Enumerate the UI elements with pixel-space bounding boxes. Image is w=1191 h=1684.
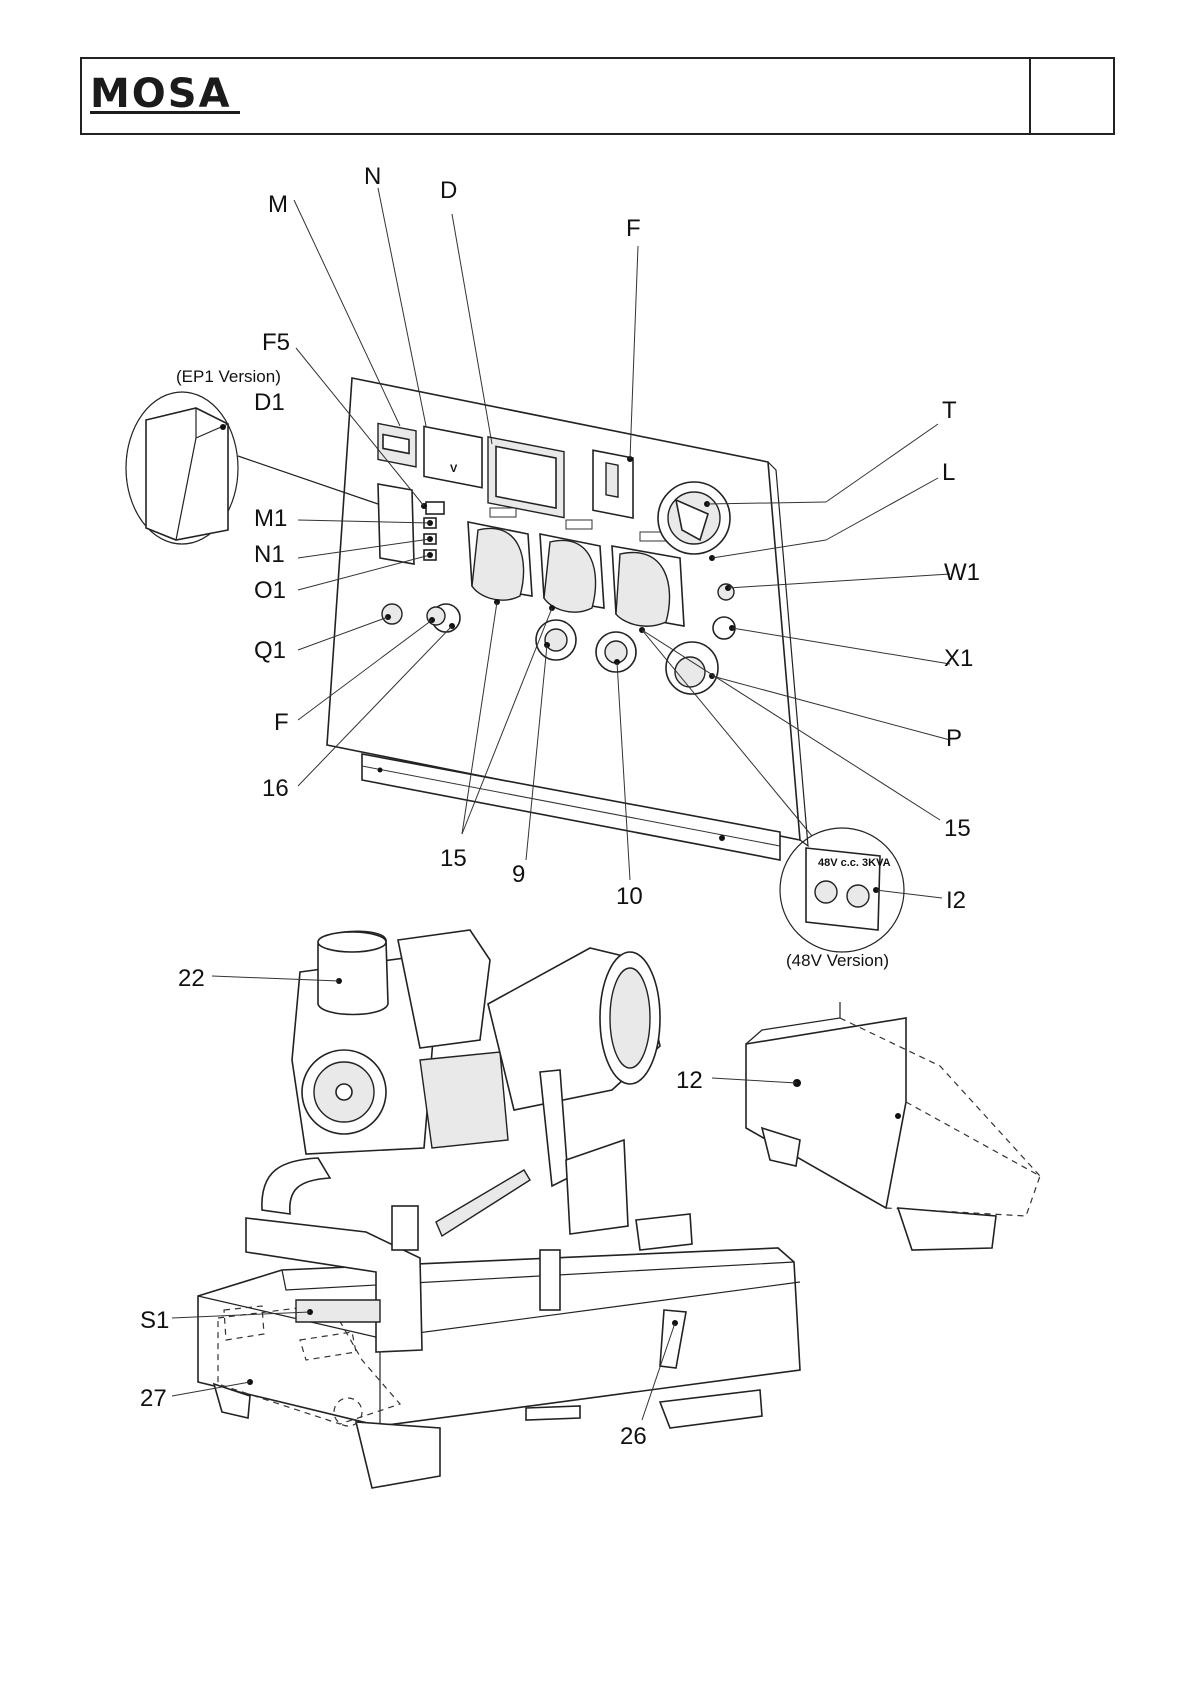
callout-10: 10	[616, 883, 643, 910]
plate-48v-label: 48V c.c. 3KVA	[818, 857, 891, 869]
callout-F5: F5	[262, 329, 290, 356]
48v-detail-bubble: 48V c.c. 3KVA	[779, 827, 905, 953]
callout-I2: I2	[946, 887, 966, 914]
callout-T: T	[942, 397, 957, 424]
socket-covers	[467, 521, 685, 633]
callout-12: 12	[676, 1067, 703, 1094]
callout-D: D	[440, 177, 457, 204]
note-ep1-version: (EP1 Version)	[176, 367, 281, 386]
callout-D1: D1	[254, 389, 285, 416]
leader-lines	[171, 187, 951, 1421]
voltmeter-label: V	[450, 463, 458, 475]
logo-text: MOSA	[90, 71, 232, 117]
page-header: MOSA	[80, 57, 1115, 135]
callout-M: M	[268, 191, 288, 218]
callout-F-top: F	[626, 215, 641, 242]
callout-N1: N1	[254, 541, 285, 568]
callout-15-right: 15	[944, 815, 971, 842]
mosa-logo: MOSA	[90, 67, 250, 124]
callout-26: 26	[620, 1423, 647, 1450]
engine-generator-icon	[197, 929, 801, 1489]
callout-O1: O1	[254, 577, 286, 604]
callout-M1: M1	[254, 505, 287, 532]
callout-15-left: 15	[440, 845, 467, 872]
callout-W1: W1	[944, 559, 980, 586]
callout-27: 27	[140, 1385, 167, 1412]
callout-22: 22	[178, 965, 205, 992]
callout-N: N	[364, 163, 381, 190]
callout-Q1: Q1	[254, 637, 286, 664]
side-cover-icon	[745, 1002, 1041, 1251]
ep1-detail-bubble	[125, 391, 379, 545]
callout-L: L	[942, 459, 955, 486]
callout-F-bottom: F	[274, 709, 289, 736]
callout-labels: M N D F F5 (EP1 Version) D1 T L M1 N1 O1…	[140, 163, 980, 1450]
control-panel-icon: V	[326, 377, 809, 861]
callout-16: 16	[262, 775, 289, 802]
header-page-cell	[1029, 59, 1113, 133]
callout-S1: S1	[140, 1307, 169, 1334]
callout-9: 9	[512, 861, 525, 888]
note-48v-version: (48V Version)	[786, 951, 889, 970]
callout-X1: X1	[944, 645, 973, 672]
callout-P: P	[946, 725, 962, 752]
